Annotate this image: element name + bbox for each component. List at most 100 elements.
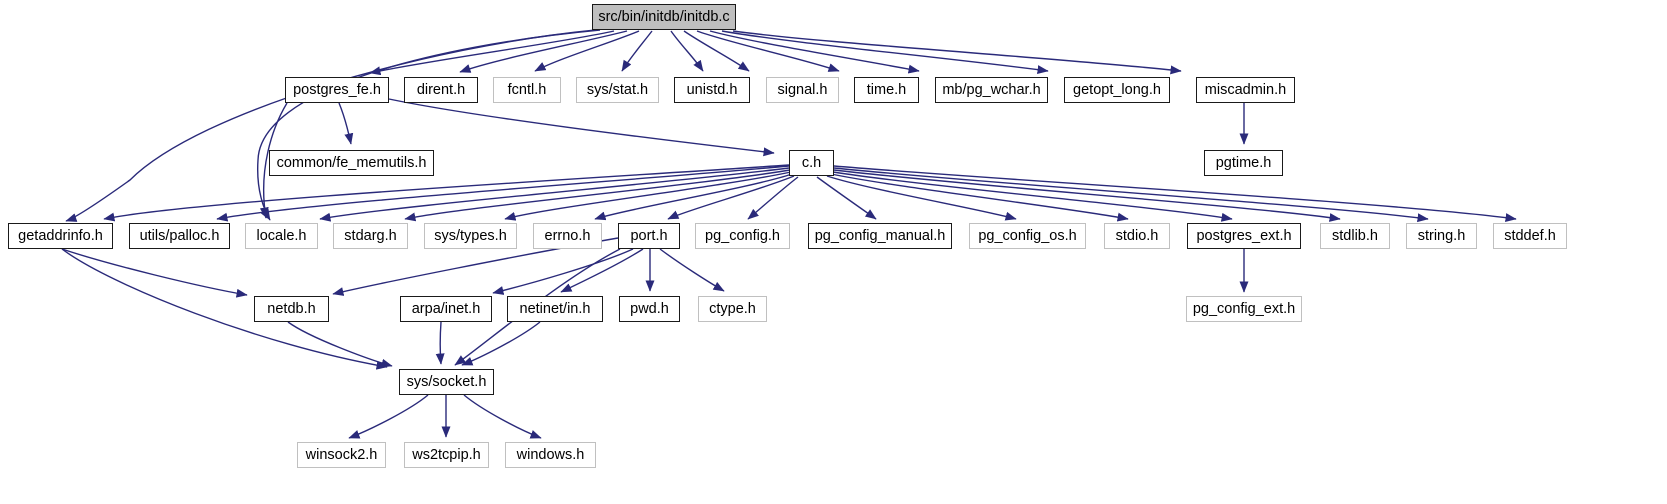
graph-edge-initdb-to-dirent <box>459 30 628 73</box>
graph-node-label: c.h <box>801 154 822 171</box>
graph-node-arpainet[interactable]: arpa/inet.h <box>400 296 492 322</box>
graph-node-postgres_fe[interactable]: postgres_fe.h <box>285 77 389 103</box>
graph-edge-ch-to-stdio <box>830 173 1129 222</box>
graph-node-pg_config_manual[interactable]: pg_config_manual.h <box>808 223 952 249</box>
graph-edge-port-to-arpainet <box>492 248 634 295</box>
graph-edge-postgres_fe-to-fe_memutils <box>338 102 354 145</box>
graph-edge-arpainet-to-syssocket <box>435 321 445 365</box>
graph-edge-ch-to-pg_config <box>747 176 799 220</box>
graph-edge-getaddrinfo-to-syssocket <box>61 248 388 370</box>
graph-edge-ch-to-systypes <box>504 171 792 221</box>
graph-edge-syssocket-to-windows <box>463 394 542 439</box>
graph-edge-ch-to-pg_config_os <box>826 175 1017 221</box>
graph-edge-netinetin-to-syssocket <box>461 321 541 366</box>
graph-node-palloc[interactable]: utils/palloc.h <box>129 223 230 249</box>
graph-edge-initdb-to-getopt_long <box>721 30 1049 75</box>
graph-node-stdarg[interactable]: stdarg.h <box>333 223 408 249</box>
graph-node-postgres_ext[interactable]: postgres_ext.h <box>1187 223 1301 249</box>
graph-edge-ch-to-errno <box>594 173 793 221</box>
graph-node-miscadmin[interactable]: miscadmin.h <box>1196 77 1295 103</box>
graph-node-label: pg_config.h <box>705 227 780 244</box>
graph-edge-ch-to-port <box>667 175 795 220</box>
graph-node-label: dirent.h <box>416 81 466 98</box>
graph-node-unistd[interactable]: unistd.h <box>674 77 750 103</box>
graph-node-ctype[interactable]: ctype.h <box>698 296 767 322</box>
graph-node-label: stdlib.h <box>1332 227 1378 244</box>
graph-node-signal[interactable]: signal.h <box>766 77 839 103</box>
graph-node-stdio[interactable]: stdio.h <box>1104 223 1170 249</box>
graph-node-netinetin[interactable]: netinet/in.h <box>507 296 603 322</box>
graph-node-pg_config_os[interactable]: pg_config_os.h <box>969 223 1086 249</box>
graph-node-systypes[interactable]: sys/types.h <box>424 223 517 249</box>
graph-edge-ch-to-stdarg <box>404 169 791 222</box>
graph-node-pg_wchar[interactable]: mb/pg_wchar.h <box>935 77 1048 103</box>
graph-node-label: errno.h <box>544 227 591 244</box>
graph-node-label: ctype.h <box>709 300 756 317</box>
graph-node-label: pg_config_os.h <box>978 227 1077 244</box>
graph-edge-ch-to-getaddrinfo <box>103 164 790 222</box>
graph-node-winsock2[interactable]: winsock2.h <box>297 442 386 468</box>
graph-edge-initdb-to-getaddrinfo <box>65 29 597 222</box>
graph-node-label: string.h <box>1417 227 1466 244</box>
graph-edge-initdb-to-sysstat <box>621 30 653 72</box>
graph-node-windows[interactable]: windows.h <box>505 442 596 468</box>
graph-node-label: fcntl.h <box>507 81 547 98</box>
graph-node-label: stddef.h <box>1504 227 1556 244</box>
graph-node-label: stdarg.h <box>344 227 397 244</box>
graph-node-dirent[interactable]: dirent.h <box>404 77 478 103</box>
graph-node-label: port.h <box>630 227 668 244</box>
graph-node-label: getaddrinfo.h <box>18 227 103 244</box>
graph-node-label: stdio.h <box>1115 227 1159 244</box>
graph-node-label: src/bin/initdb/initdb.c <box>598 8 730 25</box>
graph-node-label: ws2tcpip.h <box>412 446 481 463</box>
graph-node-errno[interactable]: errno.h <box>533 223 602 249</box>
graph-node-time[interactable]: time.h <box>854 77 919 103</box>
graph-node-label: winsock2.h <box>305 446 378 463</box>
graph-node-label: unistd.h <box>686 81 738 98</box>
graph-node-getopt_long[interactable]: getopt_long.h <box>1064 77 1170 103</box>
graph-edge-initdb-to-pg_wchar <box>709 30 920 74</box>
graph-node-sysstat[interactable]: sys/stat.h <box>576 77 659 103</box>
graph-node-port[interactable]: port.h <box>618 223 680 249</box>
graph-node-pgtime[interactable]: pgtime.h <box>1204 150 1283 176</box>
graph-edge-syssocket-to-winsock2 <box>348 394 429 439</box>
graph-edge-initdb-to-locale <box>256 29 601 221</box>
graph-node-label: arpa/inet.h <box>411 300 481 317</box>
graph-node-label: netinet/in.h <box>519 300 591 317</box>
graph-node-fcntl[interactable]: fcntl.h <box>493 77 561 103</box>
graph-node-label: utils/palloc.h <box>139 227 220 244</box>
graph-node-ws2tcpip[interactable]: ws2tcpip.h <box>404 442 489 468</box>
graph-node-label: time.h <box>866 81 907 98</box>
graph-node-label: getopt_long.h <box>1073 81 1161 98</box>
graph-node-label: pwd.h <box>630 300 669 317</box>
graph-node-syssocket[interactable]: sys/socket.h <box>399 369 494 395</box>
graph-edge-postgres_fe-to-locale <box>259 102 288 219</box>
graph-edge-ch-to-stddef <box>833 165 1517 223</box>
graph-node-locale[interactable]: locale.h <box>245 223 318 249</box>
graph-edge-ch-to-pg_config_manual <box>816 176 877 220</box>
graph-edge-ch-to-palloc <box>216 165 790 222</box>
graph-node-label: pg_config_ext.h <box>1192 300 1296 317</box>
graph-edge-netdb-to-syssocket <box>287 321 393 368</box>
graph-node-getaddrinfo[interactable]: getaddrinfo.h <box>8 223 113 249</box>
graph-node-fe_memutils[interactable]: common/fe_memutils.h <box>269 150 434 176</box>
graph-node-initdb[interactable]: src/bin/initdb/initdb.c <box>592 4 736 30</box>
graph-node-pg_config[interactable]: pg_config.h <box>695 223 790 249</box>
graph-edge-initdb-to-fcntl <box>534 30 640 72</box>
graph-node-netdb[interactable]: netdb.h <box>254 296 329 322</box>
graph-node-stddef[interactable]: stddef.h <box>1493 223 1567 249</box>
graph-node-label: windows.h <box>516 446 585 463</box>
graph-node-ch[interactable]: c.h <box>789 150 834 176</box>
graph-edge-getaddrinfo-to-netdb <box>61 248 248 298</box>
graph-edge-initdb-to-unistd <box>670 30 704 72</box>
graph-node-label: pgtime.h <box>1215 154 1272 171</box>
graph-edge-port-to-ctype <box>659 248 725 292</box>
graph-edge-ch-to-locale <box>319 167 790 222</box>
graph-edge-initdb-to-signal <box>683 30 750 72</box>
graph-node-label: postgres_fe.h <box>293 81 381 98</box>
graph-node-pg_config_ext[interactable]: pg_config_ext.h <box>1186 296 1302 322</box>
graph-node-pwd[interactable]: pwd.h <box>619 296 680 322</box>
graph-node-label: miscadmin.h <box>1204 81 1287 98</box>
graph-node-stdlib[interactable]: stdlib.h <box>1320 223 1390 249</box>
graph-node-string[interactable]: string.h <box>1406 223 1477 249</box>
